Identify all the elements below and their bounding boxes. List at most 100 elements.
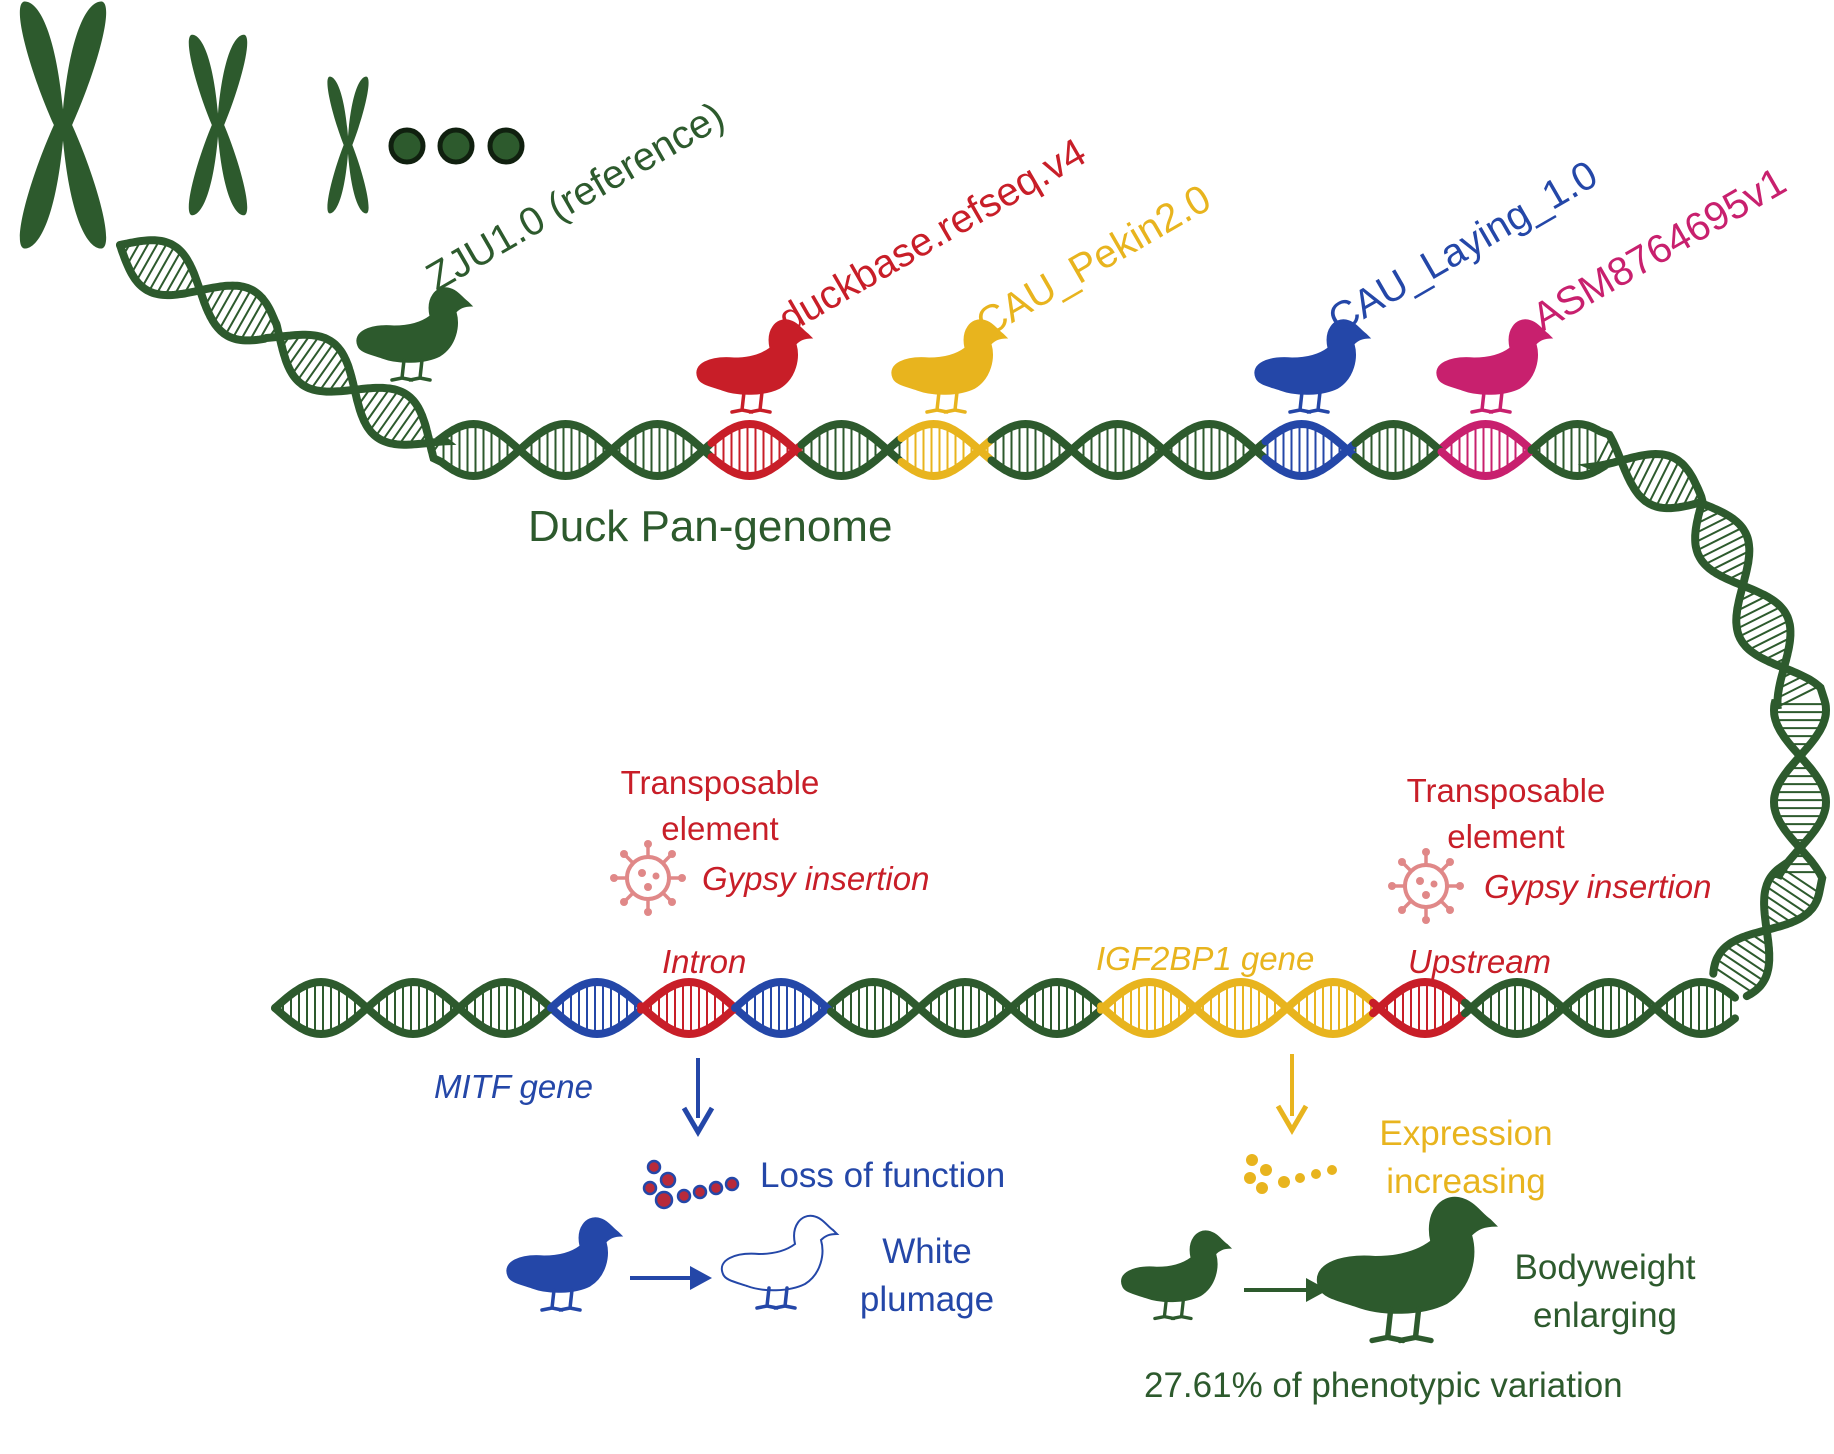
dna-strand [731,977,833,1014]
dna-rung [135,240,161,282]
right-arrow-icon [630,1266,712,1290]
dna-strand [897,437,994,481]
dna-rung [164,257,188,296]
duck-icon [720,1214,839,1310]
gypsy-label-right: Gypsy insertion [1484,868,1712,905]
dna-rung [1741,936,1770,957]
dna-strand [797,419,904,465]
dna-rung [1720,951,1765,982]
igf2bp1-gene-label: IGF2BP1 gene [1096,940,1315,977]
down-arrow-icon [1275,1054,1309,1135]
pan-genome-label: Duck Pan-genome [528,502,893,551]
dna-strand [1461,977,1739,1039]
dna-rung [287,334,311,367]
dna-rung [1630,454,1648,485]
duck-icon [1435,318,1554,414]
dna-rung [155,250,182,295]
dna-strand [1351,419,1444,454]
dna-rung [369,389,399,432]
white-plumage-label: White plumage [859,1232,995,1319]
dna-rung [1725,945,1768,975]
dna-rung [173,265,192,296]
dna-rung [248,306,270,341]
chromosome-icon [327,76,369,214]
dna-rung [1738,612,1787,638]
dna-rung [213,285,236,324]
dna-strand [1261,419,1358,460]
dna-rung [218,286,245,330]
molecule-dots-icon [642,1159,740,1210]
dna-strand [547,977,643,1012]
loss-of-function-label: Loss of function [760,1156,1006,1195]
mitf-gene-label: MITF gene [434,1068,593,1105]
dna-rung [1663,466,1686,509]
dna-helix [116,236,1831,1039]
dna-strand [547,1004,643,1039]
dna-strand [707,419,804,458]
dna-rung [1768,878,1814,909]
dna-rung [1710,550,1750,571]
dna-rung [1755,637,1791,656]
dna-rung [364,387,391,424]
dna-rung [398,412,422,446]
dna-strand [1351,446,1444,481]
dna-rung [360,387,382,416]
dna-strand [271,977,553,1039]
dna-strand [827,977,1103,1039]
dna-strand [1527,419,1831,978]
dna-strand [897,419,994,463]
dna-rung [1742,619,1790,645]
dna-rung [1696,526,1743,552]
dna-strand [116,236,714,481]
dna-strand [1527,446,1831,1001]
dna-rung [374,393,407,437]
dna-rung [1655,460,1680,507]
dna-strand [797,435,904,481]
dna-rung [1672,473,1692,509]
dna-rung [389,404,418,444]
dna-strand [1369,977,1467,1018]
expression-increasing-label: Expression increasing [1379,1114,1553,1201]
dna-strand [1461,977,1739,1039]
dna-strand [1369,998,1467,1039]
dna-strand [1261,440,1358,481]
dna-rung [224,288,252,336]
dna-rung [1641,454,1666,499]
dna-strand [707,442,804,481]
dna-rung [1699,533,1747,559]
dna-rung [1735,600,1775,622]
bodyweight-enlarging-label: Bodyweight enlarging [1514,1248,1696,1335]
dna-strand [827,977,1103,1039]
dna-rung [302,342,335,387]
dna-strand [637,1002,737,1039]
dna-strand [731,1002,833,1039]
dna-rung [208,285,227,315]
dna-rung [1763,903,1792,924]
te-label-left: Transposable element [620,764,820,847]
chromosome-icon [188,34,248,216]
dna-rung [1765,885,1808,915]
right-arrow-icon [1244,1278,1328,1302]
intron-label: Intron [662,943,747,980]
dna-rung [296,338,328,382]
dna-rung [1694,520,1738,544]
dna-strand [1437,419,1534,453]
te-label-right: Transposable element [1406,772,1606,855]
ellipsis-dots-icon [388,127,525,165]
gypsy-label-left: Gypsy insertion [702,860,930,897]
dna-rung [318,355,345,392]
chromosome-icon [19,1,107,249]
dna-rung [1777,679,1813,699]
duck-icon [1119,1229,1233,1321]
dna-rung [291,335,320,375]
dna-rung [1732,940,1770,966]
dna-rung [141,242,169,288]
dna-rung [1736,595,1767,612]
dna-strand [1097,977,1375,1039]
dna-strand [637,977,737,1014]
dna-rung [381,398,413,442]
dna-rung [1694,515,1730,535]
dna-strand [987,419,1268,481]
duck-icon [1318,1198,1497,1341]
